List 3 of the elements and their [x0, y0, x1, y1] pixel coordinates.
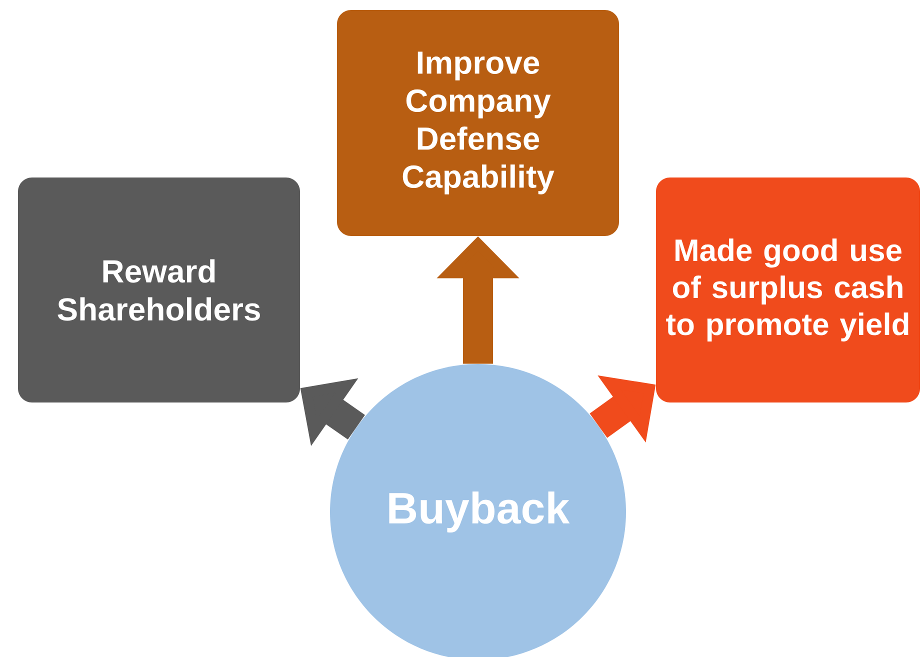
- process-box: Reward Shareholders: [18, 178, 300, 402]
- process-box: Improve Company Defense Capability: [337, 10, 619, 236]
- process-box: Made good use of surplus cash to promote yield: [656, 178, 920, 402]
